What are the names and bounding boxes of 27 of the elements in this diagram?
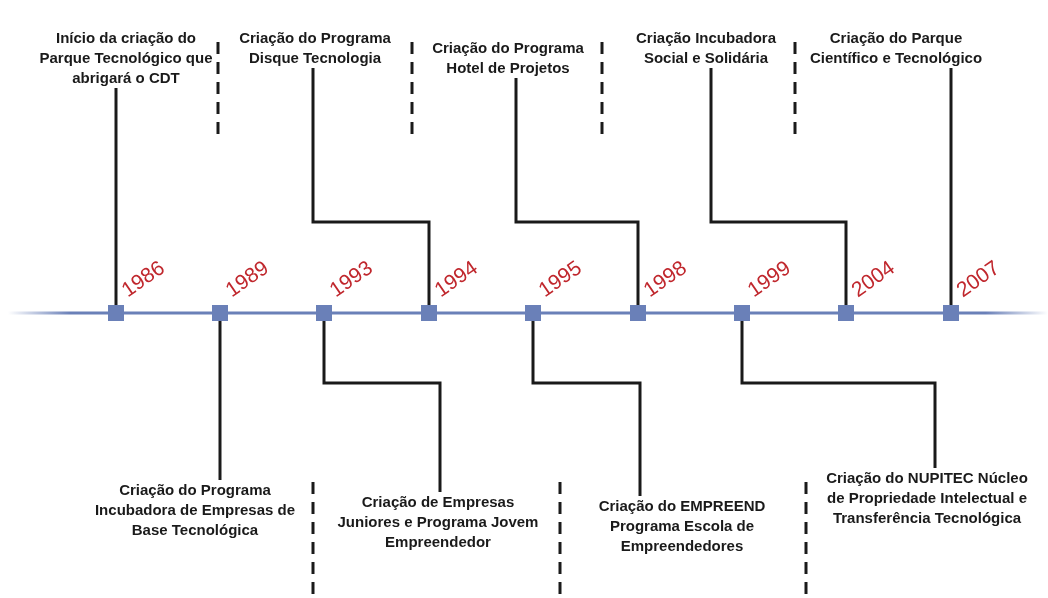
event-text: Criação do Programa Incubadora de Empresas de Base Tecnológica	[92, 480, 298, 540]
timeline-marker	[212, 305, 228, 321]
leader-line	[531, 321, 642, 496]
timeline-marker	[734, 305, 750, 321]
leader-line	[322, 321, 442, 492]
event-text: Criação do NUPITEC Núcleo de Propriedade Intelectual e Transferência Tecnológica	[819, 468, 1035, 528]
event-text: Criação de Empresas Juniores e Programa Jovem Empreendedor	[330, 492, 546, 552]
event-text: Criação Incubadora Social e Solidária	[621, 28, 791, 68]
timeline-marker	[525, 305, 541, 321]
event-text: Início da criação do Parque Tecnológico que abrigará o CDT	[38, 28, 214, 88]
timeline-marker	[943, 305, 959, 321]
leader-line	[709, 68, 848, 305]
event-text: Criação do Parque Científico e Tecnológico	[808, 28, 984, 68]
leader-line	[740, 321, 937, 468]
leader-line	[114, 88, 118, 305]
event-text: Criação do Programa Disque Tecnologia	[227, 28, 403, 68]
leader-line	[311, 68, 431, 305]
event-text: Criação do Programa Hotel de Projetos	[423, 38, 593, 78]
event-text: Criação do EMPREEND Programa Escola de Empreendedores	[574, 496, 790, 556]
leader-line	[514, 78, 640, 305]
leader-line	[949, 68, 953, 305]
timeline-marker	[838, 305, 854, 321]
leader-line	[218, 321, 222, 480]
timeline-marker	[630, 305, 646, 321]
timeline-marker	[316, 305, 332, 321]
timeline-marker	[421, 305, 437, 321]
timeline-marker	[108, 305, 124, 321]
